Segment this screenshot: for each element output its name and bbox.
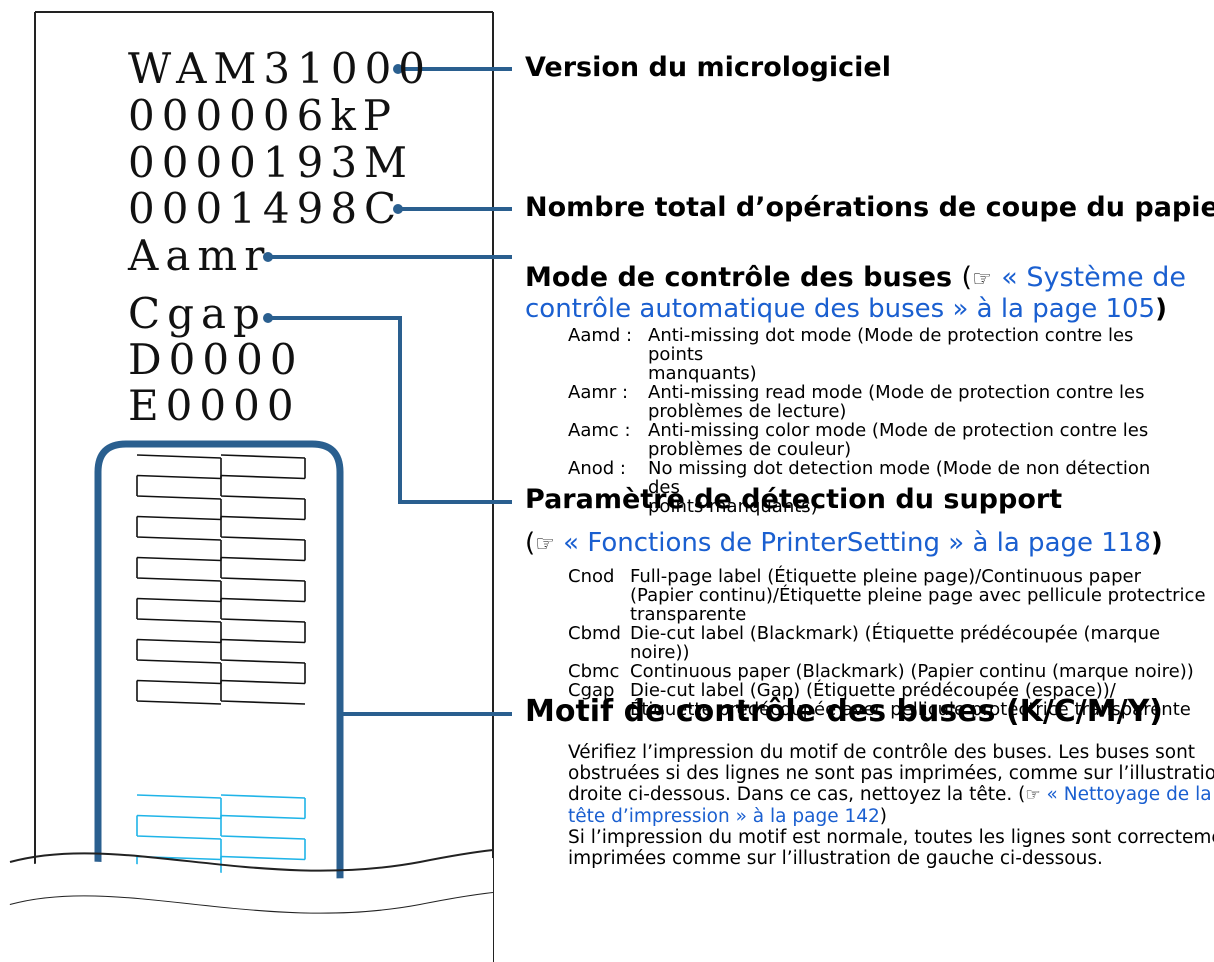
pattern-text-line-3: droite ci-dessous. Dans ce cas, nettoyez… [568,784,1212,806]
media-mode-description-line: noire)) [630,642,690,663]
printout-line-firmware: WAM31000 [128,44,433,93]
nozzle-mode-open-paren: ( [961,262,973,293]
media-detect-ref-link[interactable]: « Fonctions de PrinterSetting » à la pag… [563,528,1151,558]
media-mode-code: Cgap [568,680,615,701]
media-mode-description: Die-cut label (Blackmark) (Étiquette pré… [630,624,1208,662]
torn-edge-top [9,849,494,872]
label-media-detect: Paramètre de détection du support [525,484,1063,515]
nozzle-mode-description-line: points manquants) [648,496,818,517]
pattern-text-line-6: imprimées comme sur l’illustration de ga… [568,848,1103,869]
label-firmware: Version du micrologiciel [525,52,891,83]
media-mode-description: Continuous paper (Blackmark) (Papier con… [630,662,1208,681]
nozzle-mode-row: Anod : No missing dot detection mode (Mod… [568,459,1168,516]
nozzle-mode-description-line: manquants) [648,363,757,384]
nozzle-mode-ref-link-1[interactable]: « Système de [1001,262,1186,293]
media-detect-ref[interactable]: (☞ « Fonctions de PrinterSetting » à la … [525,528,1163,558]
pattern-description: Vérifiez l’impression du motif de contrô… [568,742,1214,869]
pattern-text-line-4: tête d’impression » à la page 142) [568,806,1208,827]
leader-media-detect [268,316,512,504]
pattern-text-line-5: Si l’impression du motif est normale, to… [568,827,1214,848]
pattern-frame [94,440,344,962]
nozzle-mode-code: Aamc : [568,420,631,441]
pattern-text-line-3a: droite ci-dessous. Dans ce cas, nettoyez… [568,784,1026,805]
nozzle-mode-ref-line2[interactable]: contrôle automatique des buses » à la pa… [525,294,1167,324]
media-mode-code: Cbmd [568,623,621,644]
label-nozzle-mode: Mode de contrôle des buses (☞ « Système … [525,262,1186,293]
nozzle-mode-table: Aamd : Anti-missing dot mode (Mode de pro… [568,326,1168,516]
nozzle-mode-description-line: No missing dot detection mode (Mode de n… [648,458,1151,498]
printout-line-7: D0000 [128,335,304,384]
nozzle-mode-row: Aamd : Anti-missing dot mode (Mode de pro… [568,326,1168,383]
media-mode-code: Cbmc [568,661,620,682]
media-mode-row: Cgap Die-cut label (Gap) (Étiquette prédé… [568,681,1208,719]
pattern-text-close-paren: ) [879,806,887,827]
nozzle-mode-description: No missing dot detection mode (Mode de n… [648,459,1168,516]
book-reference-icon: ☞ [1025,785,1041,805]
black-nozzle-pattern [136,454,306,705]
book-reference-icon: ☞ [972,267,992,292]
nozzle-mode-description-line: Anti-missing dot mode (Mode de protectio… [648,325,1134,365]
nozzle-mode-description-line: Anti-missing color mode (Mode de protect… [648,420,1149,441]
label-cut-count: Nombre total d’opérations de coupe du pa… [525,192,1214,223]
nozzle-mode-row: Aamr : Anti-missing read mode (Mode de pr… [568,383,1168,421]
media-mode-description-line: Full-page label (Étiquette pleine page)/… [630,566,1141,587]
pattern-text-line-1: Vérifiez l’impression du motif de contrô… [568,742,1196,763]
label-pattern: Motif de contrôle des buses (K/C/M/Y) [525,694,1164,729]
printout-line-3: 0000193M [128,138,415,187]
book-reference-icon: ☞ [535,532,555,557]
nozzle-mode-code: Aamr : [568,382,629,403]
media-detect-close-paren: ) [1150,528,1163,558]
media-mode-table: Cnod Full-page label (Étiquette pleine pa… [568,567,1208,719]
media-mode-row: Cnod Full-page label (Étiquette pleine pa… [568,567,1208,624]
black-pattern-column [136,454,222,705]
cleaning-ref-link-2[interactable]: tête d’impression » à la page 142 [568,806,880,827]
media-mode-description: Die-cut label (Gap) (Étiquette prédécoup… [630,681,1208,719]
nozzle-mode-row: Aamc : Anti-missing color mode (Mode de p… [568,421,1168,459]
nozzle-mode-code: Anod : [568,458,626,479]
media-mode-code: Cnod [568,566,615,587]
nozzle-mode-close-paren: ) [1155,294,1167,324]
printout-line-nozzle-mode: Aamr [128,231,272,280]
media-mode-description-line: (Papier continu)/Étiquette pleine page a… [630,585,1206,606]
nozzle-mode-description-line: Anti-missing read mode (Mode de protecti… [648,382,1145,403]
media-mode-description-line: Die-cut label (Blackmark) (Étiquette pré… [630,623,1161,644]
printout-line-8: E0000 [128,381,301,430]
media-mode-row: Cbmc Continuous paper (Blackmark) (Papier… [568,662,1208,681]
nozzle-mode-description: Anti-missing dot mode (Mode de protectio… [648,326,1168,383]
printout-line-media-detect: Cgap [128,289,267,338]
pattern-text-line-2: obstruées si des lignes ne sont pas impr… [568,763,1214,784]
label-nozzle-mode-title: Mode de contrôle des buses [525,262,953,293]
black-pattern-column [220,454,306,705]
nozzle-mode-description: Anti-missing color mode (Mode de protect… [648,421,1168,459]
media-mode-description: Full-page label (Étiquette pleine page)/… [630,567,1208,624]
media-mode-description-line: transparente [630,604,747,625]
cleaning-ref-link-1[interactable]: « Nettoyage de la [1046,784,1212,805]
media-mode-row: Cbmd Die-cut label (Blackmark) (Étiquette… [568,624,1208,662]
media-mode-description-line: Continuous paper (Blackmark) (Papier con… [630,661,1194,682]
printout-line-2: 000006kP [128,91,399,140]
nozzle-mode-ref-link-2[interactable]: contrôle automatique des buses » à la pa… [525,294,1156,324]
printout-line-cut-count: 0001498C [128,184,404,233]
nozzle-mode-description: Anti-missing read mode (Mode de protecti… [648,383,1168,421]
media-mode-description-line: Étiquette prédécoupée avec pellicule pro… [630,699,1191,720]
media-detect-open-paren: ( [525,528,536,558]
nozzle-mode-description-line: problèmes de lecture) [648,401,847,422]
media-mode-description-line: Die-cut label (Gap) (Étiquette prédécoup… [630,680,1116,701]
nozzle-mode-code: Aamd : [568,325,633,346]
nozzle-mode-description-line: problèmes de couleur) [648,439,852,460]
